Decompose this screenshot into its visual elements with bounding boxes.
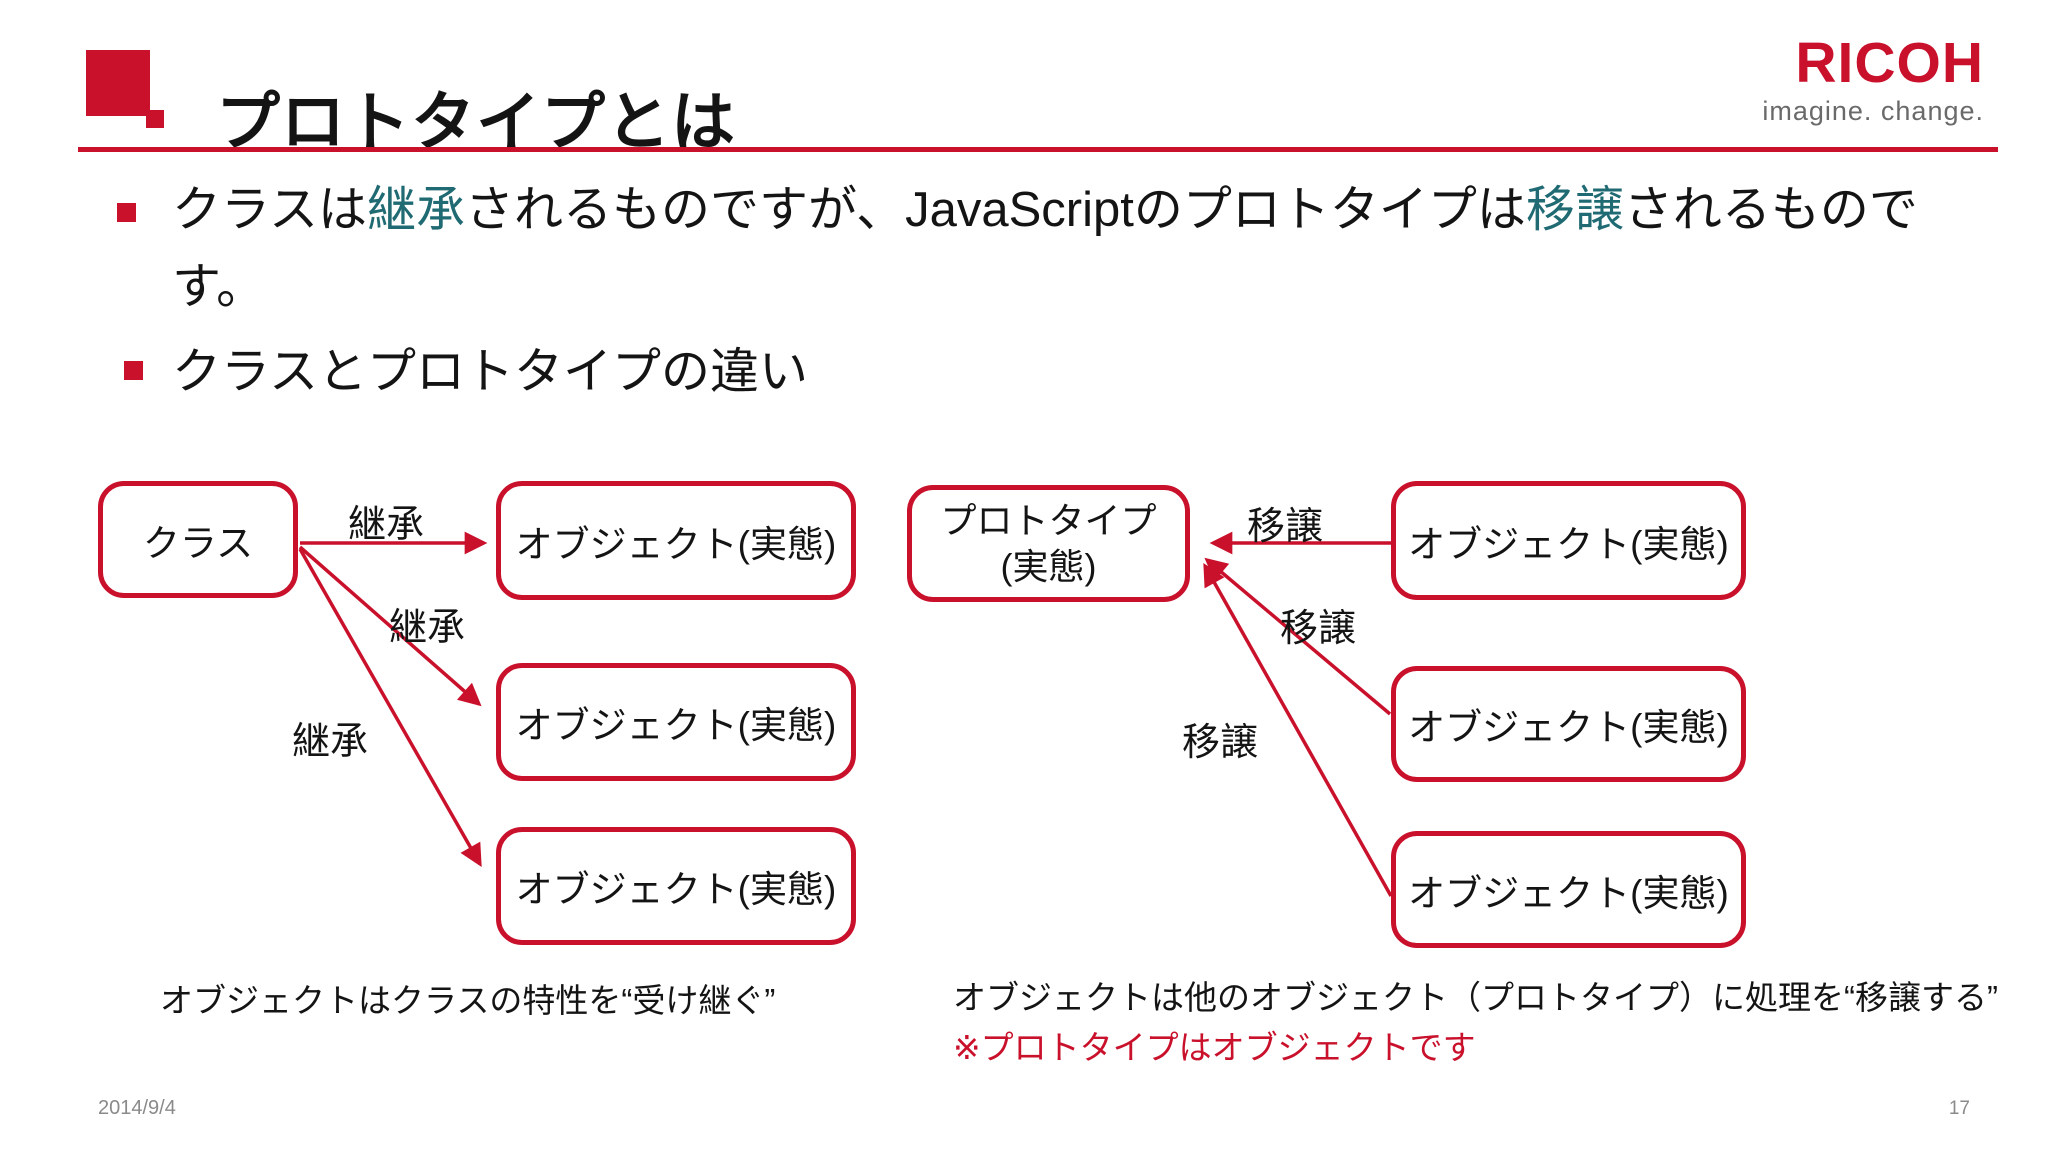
right-object-box-2: オブジェクト(実態)	[1391, 666, 1746, 782]
bullet-2: クラスとプロトタイプの違い	[172, 345, 809, 399]
bullet-square-icon	[117, 203, 136, 222]
right-object-box-3: オブジェクト(実態)	[1391, 831, 1746, 948]
prototype-note: ※プロトタイプはオブジェクトです	[953, 1029, 1476, 1066]
delegation-label-3: 移譲	[1182, 722, 1259, 764]
bullet-1-highlight-delegation: 移譲	[1525, 183, 1624, 237]
prototype-box-line1: プロトタイプ	[940, 499, 1157, 541]
page-title: プロトタイプとは	[216, 85, 736, 158]
left-object-box-3: オブジェクト(実態)	[496, 827, 856, 945]
delegation-label-1: 移譲	[1247, 506, 1324, 548]
title-divider	[78, 147, 1998, 152]
page-number: 17	[1948, 1098, 1970, 1119]
bullet-1-wrap: す。	[172, 260, 266, 314]
title-square-icon	[86, 50, 150, 116]
prototype-box: プロトタイプ (実態)	[907, 485, 1190, 602]
left-object-box-1: オブジェクト(実態)	[496, 481, 856, 600]
bullet-1-pre: クラスは	[172, 183, 368, 237]
title-square-small-icon	[146, 110, 164, 128]
bullet-square-icon	[124, 361, 143, 380]
delegation-label-2: 移譲	[1280, 608, 1357, 650]
ricoh-logo-text: RICOH	[1795, 31, 1984, 95]
prototype-box-text: プロトタイプ (実態)	[940, 498, 1156, 590]
bullet-1-post: されるもので	[1623, 183, 1918, 237]
bullet-1-mid: されるものですが、JavaScriptのプロトタイプは	[465, 183, 1526, 237]
prototype-box-line2: (実態)	[1000, 545, 1097, 587]
class-box: クラス	[98, 481, 298, 598]
inheritance-label-1: 継承	[348, 504, 425, 546]
left-diagram-caption: オブジェクトはクラスの特性を“受け継ぐ”	[160, 982, 776, 1019]
inheritance-label-3: 継承	[292, 721, 369, 763]
ricoh-logo: RICOH imagine. change.	[1640, 34, 1984, 127]
bullet-1-highlight-inheritance: 継承	[367, 183, 466, 237]
left-object-box-2: オブジェクト(実態)	[496, 663, 856, 781]
right-diagram-caption: オブジェクトは他のオブジェクト（プロトタイプ）に処理を“移譲する”	[953, 979, 1998, 1016]
ricoh-tagline: imagine. change.	[1762, 96, 1984, 126]
right-object-box-1: オブジェクト(実態)	[1391, 481, 1746, 600]
slide-date: 2014/9/4	[98, 1097, 176, 1119]
inheritance-label-2: 継承	[389, 607, 466, 649]
bullet-1: クラスは継承されるものですが、JavaScriptのプロトタイプは移譲されるもの…	[172, 172, 1992, 326]
